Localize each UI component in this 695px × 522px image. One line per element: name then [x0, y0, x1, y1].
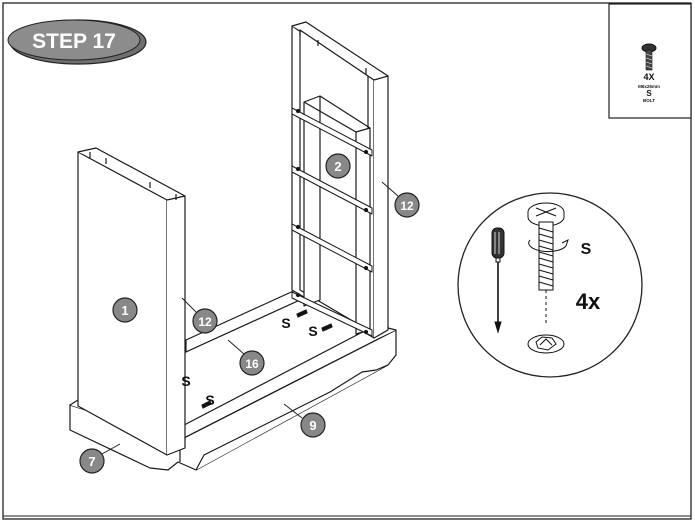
- detail-code: S: [581, 241, 592, 258]
- bolt-label-s: S: [308, 323, 317, 339]
- drawer-slides: [291, 107, 373, 337]
- hardware-code: S: [646, 89, 652, 98]
- svg-text:7: 7: [88, 454, 95, 469]
- back-panel: [303, 95, 371, 335]
- svg-text:9: 9: [309, 418, 316, 433]
- svg-text:12: 12: [198, 315, 212, 329]
- hardware-box: 4X M6x26mm S BOLT: [608, 3, 692, 119]
- hardware-type: BOLT: [643, 98, 655, 103]
- callout-part-1: 1: [112, 297, 138, 323]
- bolt-detail-icon: [527, 202, 569, 326]
- svg-text:1: 1: [121, 303, 128, 318]
- step-title: STEP 17: [32, 30, 116, 53]
- callout-part-12-right: 12: [381, 181, 420, 218]
- bolt-detail-circle: S 4x: [457, 192, 643, 378]
- callout-part-2: 2: [325, 153, 351, 179]
- cam-hole-icon: [527, 334, 565, 354]
- svg-text:16: 16: [245, 357, 259, 371]
- step-badge: STEP 17: [7, 19, 147, 65]
- detail-quantity: 4x: [576, 289, 601, 314]
- bolt-label-s: S: [205, 392, 214, 408]
- callout-part-7: 7: [79, 443, 121, 474]
- callout-part-9: 9: [283, 403, 326, 438]
- bolt-labels: S S S S: [181, 315, 317, 408]
- installed-screws: [201, 309, 333, 409]
- hardware-quantity: 4X: [643, 72, 654, 82]
- bolt-label-s: S: [281, 315, 290, 331]
- svg-text:12: 12: [400, 199, 414, 213]
- part-callouts: 1 2 7 9 12 12 16: [79, 153, 420, 474]
- furniture-drawing: [69, 21, 397, 471]
- svg-text:2: 2: [334, 159, 341, 174]
- bolt-icon: [641, 43, 657, 71]
- callout-part-16: 16: [227, 339, 265, 376]
- hardware-size: M6x26mm: [638, 84, 660, 89]
- bolt-label-s: S: [181, 373, 190, 389]
- screwdriver-icon: [491, 227, 505, 334]
- callout-part-12-left: 12: [181, 297, 218, 334]
